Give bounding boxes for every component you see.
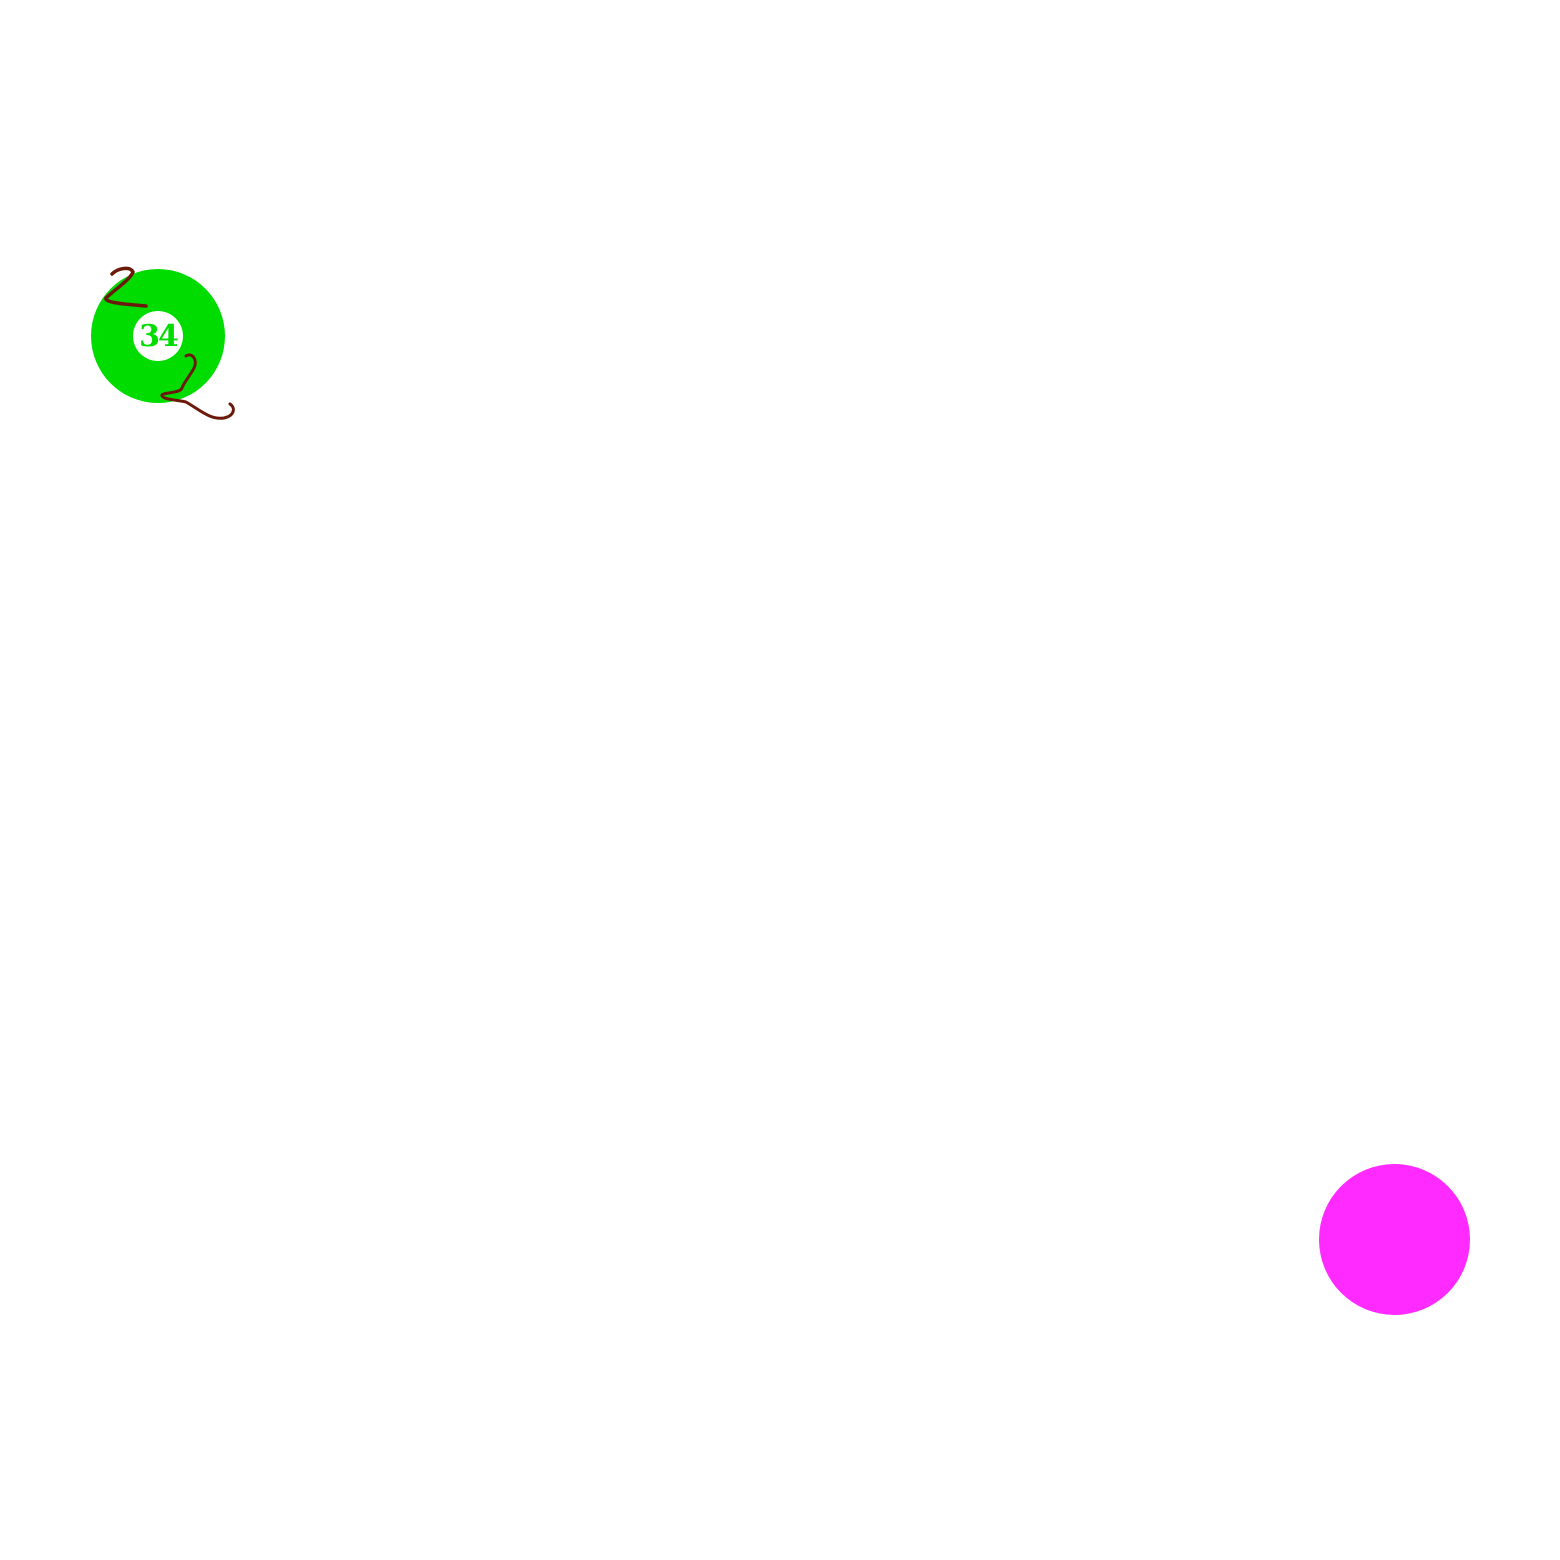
ball-number-label: 34	[139, 319, 179, 354]
squiggle-top-decoration	[104, 266, 148, 308]
ball-number-spot: 34	[133, 311, 183, 361]
green-ball-34[interactable]: 34	[91, 269, 225, 403]
squiggle-bottom-decoration	[160, 353, 235, 420]
magenta-ball[interactable]	[1319, 1164, 1470, 1315]
